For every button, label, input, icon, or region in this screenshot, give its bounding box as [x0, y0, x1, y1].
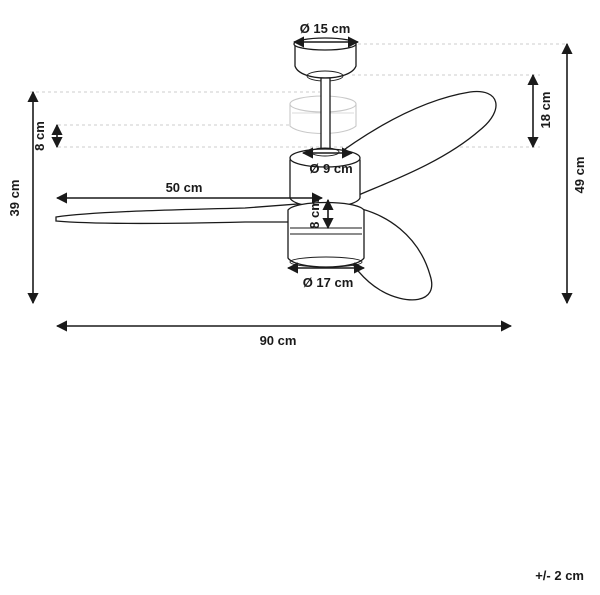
light-diameter-label: Ø 17 cm: [303, 275, 354, 290]
dimension-lines: [27, 36, 573, 332]
height-short-label: 39 cm: [7, 180, 22, 217]
height-tall-label: 49 cm: [572, 157, 587, 194]
dimension-labels: Ø 15 cm Ø 9 cm Ø 17 cm 50 cm 90 cm 39 cm…: [7, 21, 587, 348]
fan-blades: [55, 90, 497, 301]
downrod-extension-label: 8 cm: [32, 121, 47, 151]
downrod-diameter-label: Ø 9 cm: [309, 161, 352, 176]
total-width-label: 90 cm: [260, 333, 297, 348]
guide-lines: [30, 43, 568, 148]
blade-length-label: 50 cm: [166, 180, 203, 195]
downrod: [320, 77, 331, 151]
downrod-adjust-label: 18 cm: [538, 92, 553, 129]
tolerance-note: +/- 2 cm: [535, 568, 584, 583]
fan-blade-left: [55, 203, 301, 225]
fan-blade-right: [329, 90, 497, 199]
canopy-diameter-label: Ø 15 cm: [300, 21, 351, 36]
light-height-label: 8 cm: [307, 199, 322, 229]
